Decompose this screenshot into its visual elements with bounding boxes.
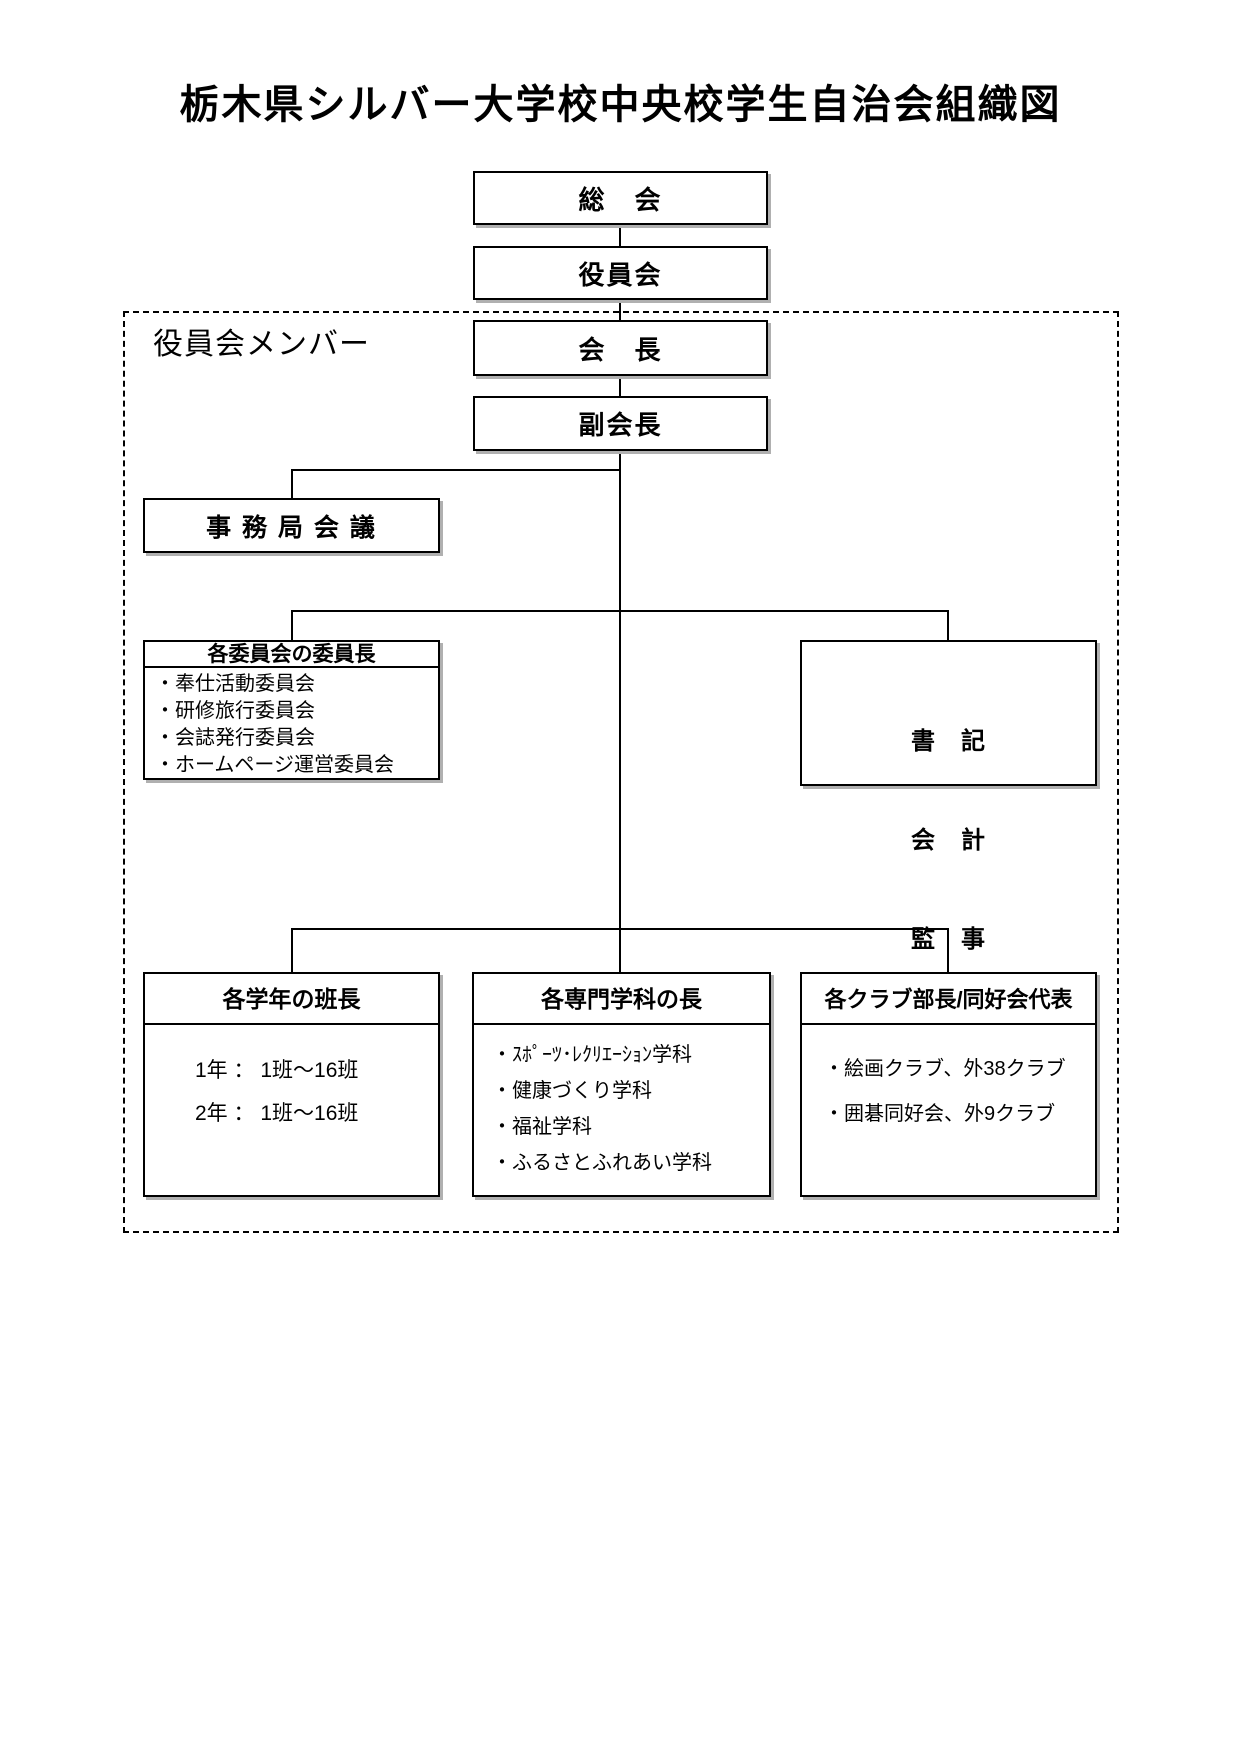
- club-item: ・囲碁同好会、外9クラブ: [824, 1103, 1056, 1125]
- connector-line: [619, 451, 621, 928]
- club-item: ・絵画クラブ、外38クラブ: [824, 1058, 1066, 1080]
- department-item: ・ｽﾎﾟｰﾂ･ﾚｸﾘｴｰｼｮﾝ学科: [492, 1044, 692, 1066]
- box-officers: 書 記 会 計 監 事: [800, 640, 1097, 953]
- box-grade-leaders: 各学年の班長 1年 ： 1班～16班 2年 ： 1班～16班: [143, 972, 440, 1197]
- committee-chairs-list: ・奉仕活動委員会 ・研修旅行委員会 ・会誌発行委員会 ・ホームページ運営委員会: [145, 668, 438, 779]
- department-item: ・ふるさとふれあい学科: [492, 1152, 712, 1174]
- connector-line: [947, 610, 949, 640]
- box-department-heads: 各専門学科の長 ・ｽﾎﾟｰﾂ･ﾚｸﾘｴｰｼｮﾝ学科 ・健康づくり学科 ・福祉学科…: [472, 972, 771, 1197]
- committee-chairs-header: 各委員会の委員長: [145, 642, 438, 668]
- connector-line: [619, 376, 621, 396]
- committee-item: ・研修旅行委員会: [155, 700, 315, 722]
- box-vice-chairman: 副会長: [473, 396, 768, 451]
- department-item: ・健康づくり学科: [492, 1080, 652, 1102]
- connector-line: [291, 469, 621, 471]
- connector-line: [291, 469, 293, 498]
- box-secretariat-meeting: 事 務 局 会 議: [143, 498, 440, 553]
- connector-line: [619, 928, 621, 972]
- connector-line: [619, 225, 621, 246]
- box-board: 役員会: [473, 246, 768, 300]
- connector-line: [619, 300, 621, 320]
- committee-item: ・会誌発行委員会: [155, 727, 315, 749]
- grade-item: 1年 ： 1班～16班: [195, 1059, 359, 1082]
- connector-line: [947, 928, 949, 972]
- board-members-group: 役員会メンバー: [123, 311, 1119, 1233]
- box-club-representatives: 各クラブ部長/同好会代表 ・絵画クラブ、外38クラブ ・囲碁同好会、外9クラブ: [800, 972, 1097, 1197]
- committee-item: ・奉仕活動委員会: [155, 673, 315, 695]
- board-members-group-label: 役員会メンバー: [153, 328, 370, 361]
- grade-leaders-header: 各学年の班長: [145, 974, 438, 1025]
- box-general-assembly: 総 会: [473, 171, 768, 225]
- connector-line: [291, 928, 293, 972]
- department-heads-header: 各専門学科の長: [474, 974, 769, 1025]
- club-representatives-list: ・絵画クラブ、外38クラブ ・囲碁同好会、外9クラブ: [802, 1025, 1095, 1137]
- page-title: 栃木県シルバー大学校中央校学生自治会組織図: [179, 83, 1062, 127]
- box-committee-chairs: 各委員会の委員長 ・奉仕活動委員会 ・研修旅行委員会 ・会誌発行委員会 ・ホーム…: [143, 640, 440, 780]
- department-heads-list: ・ｽﾎﾟｰﾂ･ﾚｸﾘｴｰｼｮﾝ学科 ・健康づくり学科 ・福祉学科 ・ふるさとふれ…: [474, 1025, 769, 1181]
- committee-item: ・ホームページ運営委員会: [155, 754, 394, 776]
- grade-item: 2年 ： 1班～16班: [195, 1102, 359, 1125]
- connector-line: [291, 610, 949, 612]
- officer-line: 会 計: [911, 827, 986, 854]
- connector-line: [291, 610, 293, 640]
- officer-line: 監 事: [911, 926, 986, 953]
- box-chairman: 会 長: [473, 320, 768, 376]
- officer-line: 書 記: [911, 728, 986, 755]
- department-item: ・福祉学科: [492, 1116, 592, 1138]
- grade-leaders-list: 1年 ： 1班～16班 2年 ： 1班～16班: [145, 1025, 438, 1135]
- club-representatives-header: 各クラブ部長/同好会代表: [802, 974, 1095, 1025]
